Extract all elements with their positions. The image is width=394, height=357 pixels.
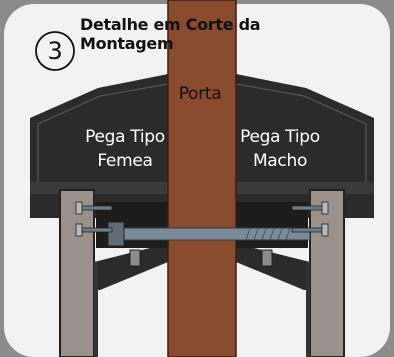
right-post [309, 189, 345, 357]
right-lower-screw [291, 227, 325, 233]
female-handle-label-line-1: Pega Tipo [85, 127, 165, 147]
female-handle-label: Pega Tipo Femea [70, 125, 180, 173]
female-handle-base [30, 182, 168, 194]
female-handle-label-line-2: Femea [97, 151, 153, 171]
male-handle-label-line-1: Pega Tipo [240, 127, 320, 147]
bolt-head [107, 221, 125, 247]
door-panel [167, 0, 237, 357]
right-upper-screw [291, 205, 325, 211]
left-nut [129, 249, 141, 267]
left-post [59, 189, 95, 357]
right-rail [306, 262, 310, 357]
left-screw-head-2 [75, 223, 83, 237]
step-circle [35, 31, 75, 71]
female-handle-outline [37, 83, 169, 186]
left-rail [94, 262, 98, 357]
male-handle-outline [235, 83, 367, 186]
bolt-thread [245, 227, 291, 241]
step-number: 3 [47, 37, 63, 65]
left-screw-head-1 [75, 201, 83, 215]
male-handle-base [236, 182, 374, 194]
right-screw-head-1 [321, 201, 329, 215]
left-lower-screw [79, 227, 113, 233]
left-strut [94, 248, 168, 290]
male-handle-label: Pega Tipo Macho [225, 125, 335, 173]
male-handle-label-line-2: Macho [252, 151, 308, 171]
right-nut [261, 249, 273, 267]
diagram-title: Detalhe em Corte da Montagem [80, 15, 261, 53]
left-upper-screw [79, 205, 113, 211]
right-strut [236, 248, 310, 290]
right-screw-head-2 [321, 223, 329, 237]
door-label: Porta [178, 84, 222, 104]
